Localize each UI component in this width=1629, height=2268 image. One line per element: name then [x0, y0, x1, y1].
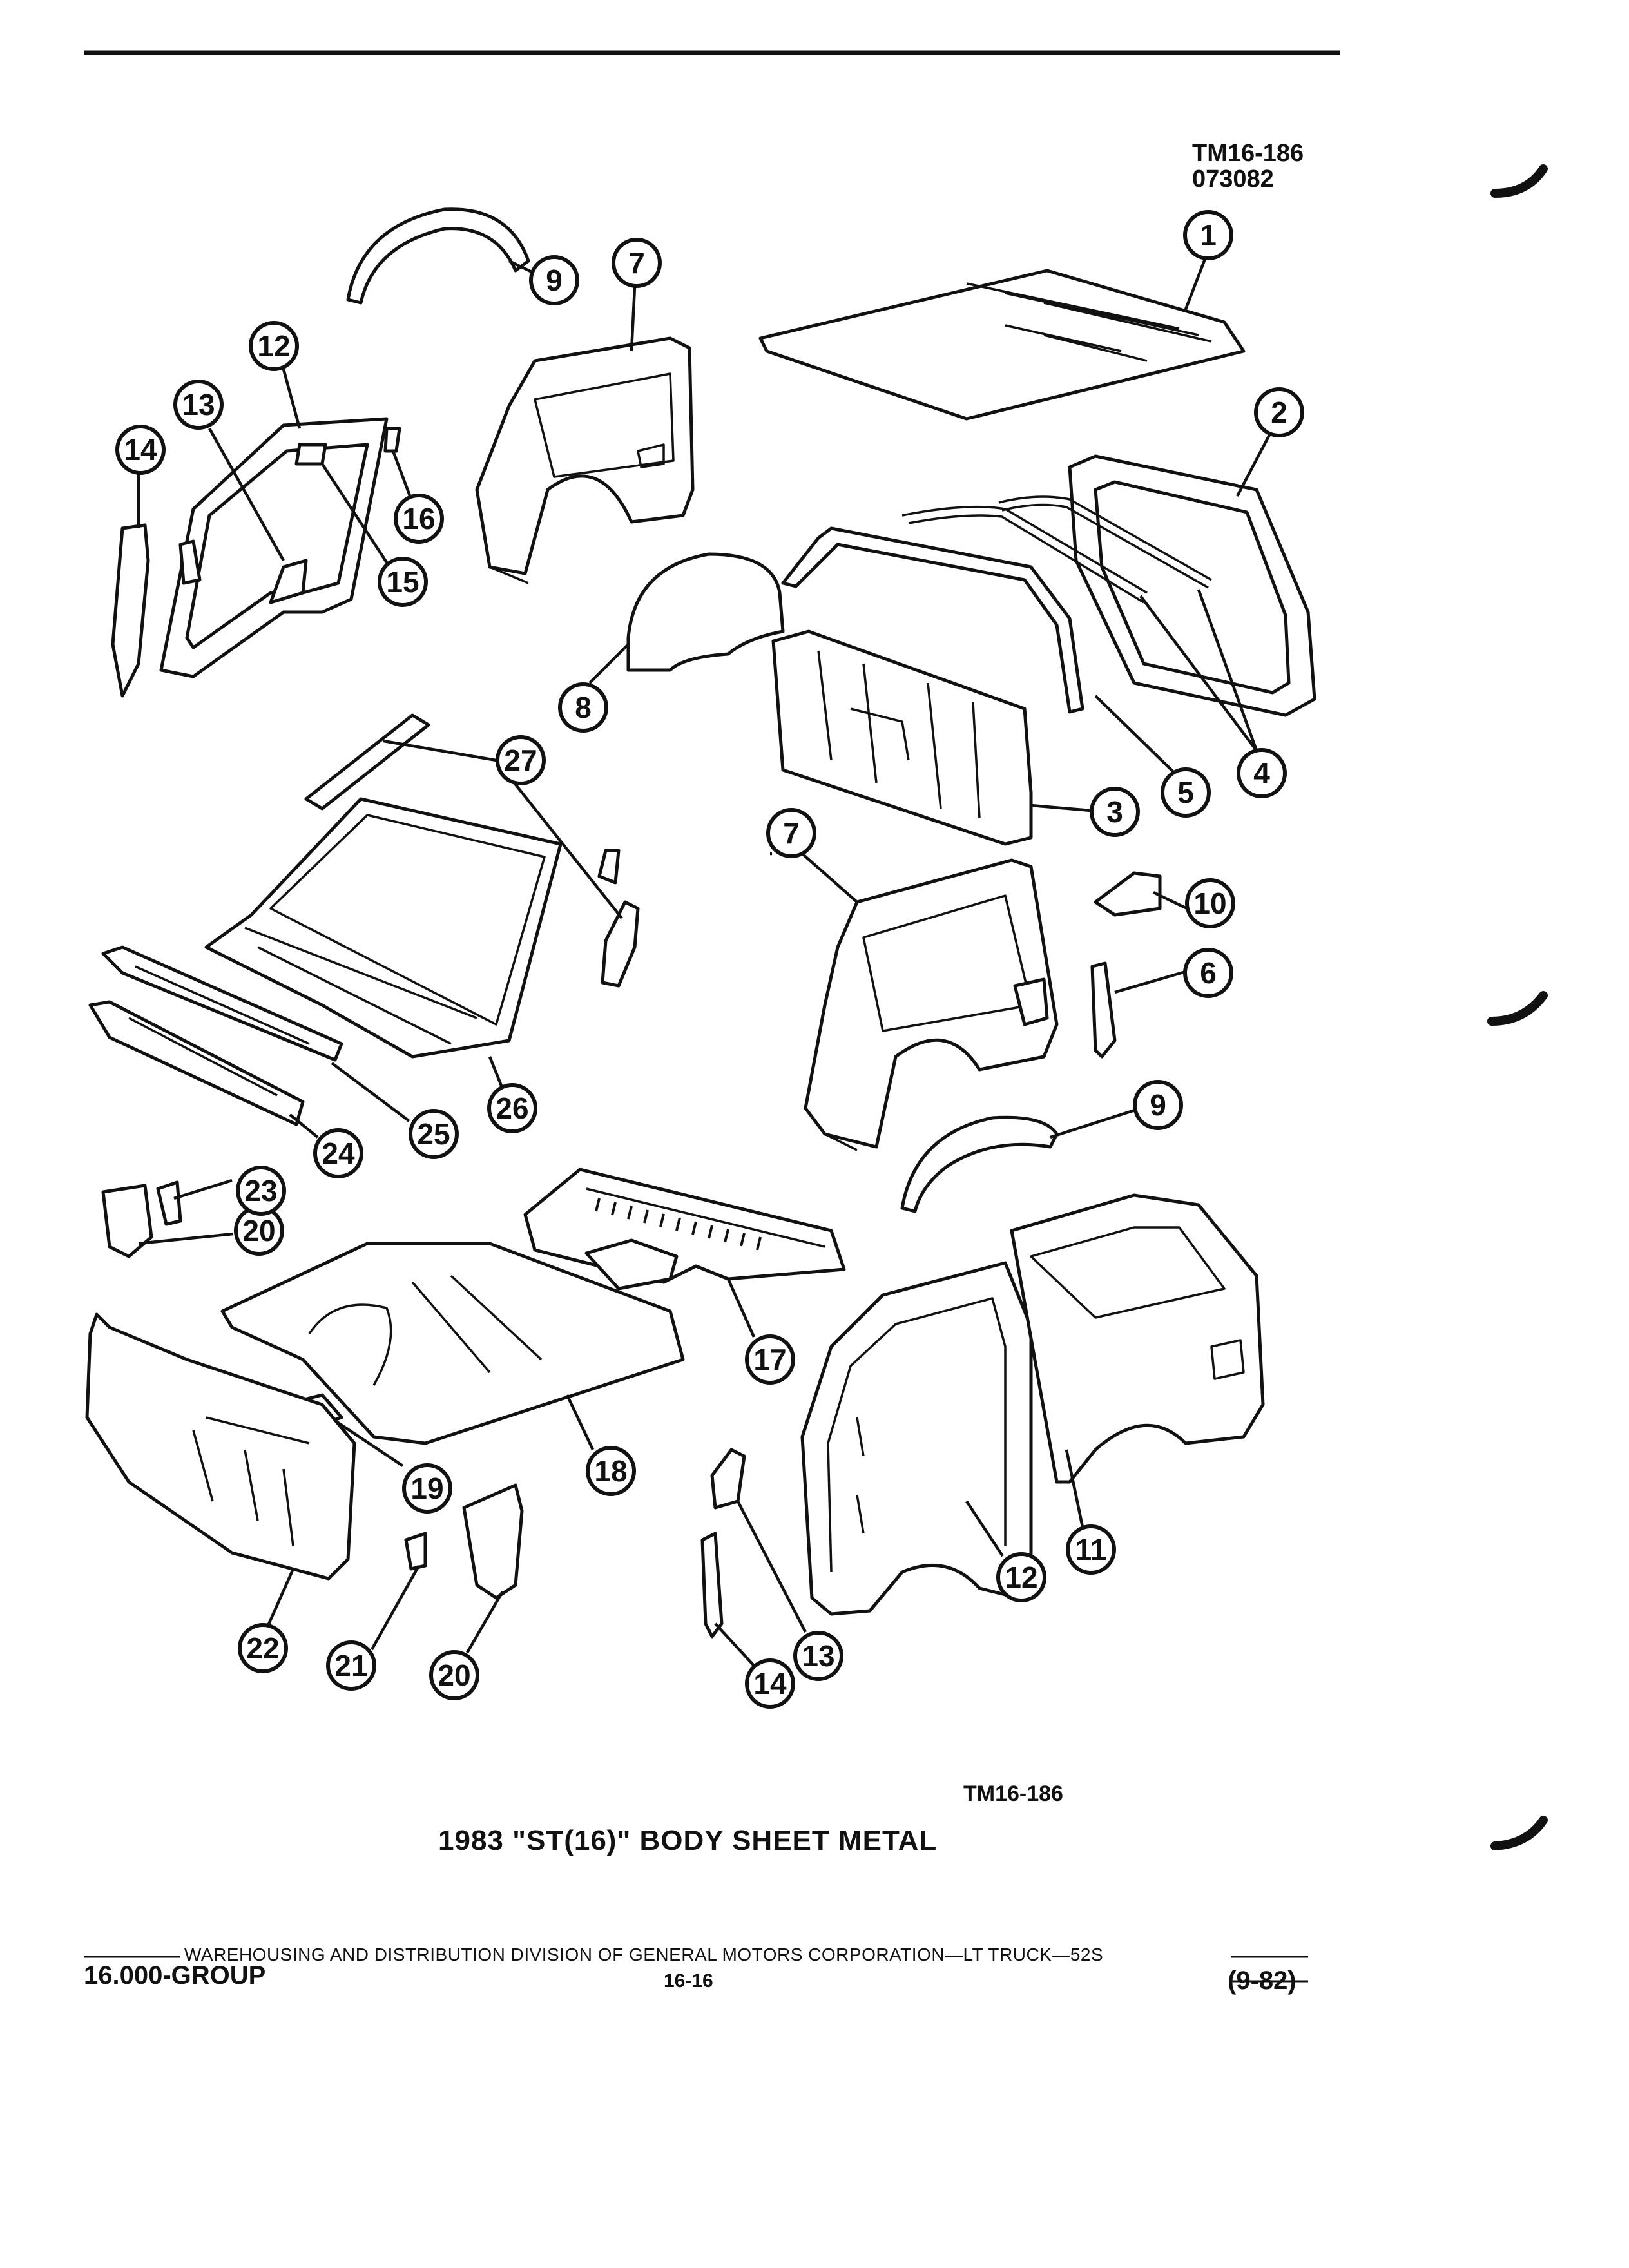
svg-text:8: 8 [575, 691, 592, 724]
callout-16: 16 [394, 494, 444, 544]
group-label: 16.000-GROUP [84, 1961, 266, 1990]
svg-text:25: 25 [417, 1117, 450, 1151]
callout-19: 19 [402, 1463, 452, 1514]
callout-6: 6 [1183, 948, 1233, 998]
revision-date: (9-82) [1228, 1966, 1296, 1995]
callout-12-upper: 12 [249, 321, 299, 371]
svg-text:1: 1 [1200, 218, 1217, 252]
callout-14-lower: 14 [745, 1658, 795, 1709]
svg-text:20: 20 [242, 1214, 275, 1247]
svg-text:5: 5 [1177, 776, 1194, 809]
callout-10: 10 [1185, 878, 1235, 928]
svg-text:22: 22 [246, 1631, 279, 1665]
svg-text:13: 13 [802, 1639, 834, 1673]
callout-27: 27 [496, 735, 546, 785]
figure-code: TM16-186 [1192, 140, 1304, 167]
callout-7-lower: 7 [766, 808, 816, 858]
leader-lines [137, 258, 1271, 1667]
figure-date: 073082 [1192, 166, 1274, 193]
page-number: 16-16 [664, 1970, 713, 1992]
callout-11: 11 [1066, 1524, 1116, 1575]
svg-text:26: 26 [496, 1091, 528, 1125]
callout-2: 2 [1254, 387, 1304, 437]
svg-text:3: 3 [1106, 795, 1123, 829]
svg-text:13: 13 [182, 388, 215, 421]
svg-text:20: 20 [438, 1658, 470, 1692]
svg-text:9: 9 [1150, 1088, 1166, 1122]
figure-code-bottom: TM16-186 [963, 1782, 1063, 1806]
callouts: 1 2 3 4 5 6 7 7 8 9 9 10 11 12 12 13 13 … [115, 210, 1304, 1709]
callout-20-upper: 20 [234, 1206, 284, 1256]
svg-text:21: 21 [334, 1649, 367, 1682]
svg-text:12: 12 [257, 329, 290, 363]
svg-text:18: 18 [594, 1454, 627, 1488]
svg-text:7: 7 [628, 246, 645, 280]
callout-13-upper: 13 [173, 380, 224, 430]
svg-text:4: 4 [1253, 756, 1270, 790]
callout-5: 5 [1161, 767, 1211, 818]
callout-4: 4 [1237, 748, 1287, 798]
callout-9-lower: 9 [1133, 1080, 1183, 1130]
svg-text:14: 14 [124, 433, 157, 466]
diagram-title: 1983 "ST(16)" BODY SHEET METAL [438, 1825, 938, 1856]
callout-13-lower: 13 [793, 1631, 843, 1681]
callout-20-lower: 20 [429, 1650, 479, 1700]
svg-text:7: 7 [783, 816, 800, 850]
svg-text:24: 24 [322, 1137, 355, 1170]
callout-9-upper: 9 [529, 255, 579, 305]
callout-1: 1 [1183, 210, 1233, 260]
callout-17: 17 [745, 1334, 795, 1385]
svg-text:2: 2 [1271, 396, 1287, 429]
svg-text:6: 6 [1200, 956, 1217, 990]
svg-text:17: 17 [753, 1343, 786, 1376]
callout-24: 24 [313, 1128, 363, 1178]
svg-text:11: 11 [1075, 1533, 1107, 1566]
callout-21: 21 [326, 1640, 376, 1691]
callout-25: 25 [409, 1109, 459, 1159]
callout-14-upper: 14 [115, 425, 166, 475]
binding-mark-top [1490, 164, 1548, 198]
callout-22: 22 [238, 1623, 288, 1673]
callout-8: 8 [558, 682, 608, 733]
svg-text:12: 12 [1005, 1561, 1037, 1594]
callout-15: 15 [378, 557, 428, 607]
svg-text:23: 23 [244, 1174, 277, 1207]
callout-26: 26 [487, 1083, 537, 1133]
publisher-line: WAREHOUSING AND DISTRIBUTION DIVISION OF… [184, 1945, 1104, 1965]
svg-text:10: 10 [1193, 887, 1226, 920]
callout-7-upper: 7 [612, 238, 662, 288]
svg-text:14: 14 [753, 1667, 787, 1700]
callout-18: 18 [586, 1446, 636, 1496]
svg-text:27: 27 [504, 744, 537, 777]
binding-mark-bottom [1490, 1816, 1548, 1850]
callout-3: 3 [1090, 787, 1140, 837]
part-drawings [85, 207, 1316, 1639]
binding-mark-middle [1487, 991, 1548, 1026]
svg-text:19: 19 [410, 1472, 443, 1505]
svg-text:16: 16 [402, 502, 435, 535]
svg-text:9: 9 [546, 264, 563, 297]
svg-text:15: 15 [386, 565, 419, 599]
callout-23: 23 [236, 1166, 286, 1216]
callout-12-lower: 12 [996, 1552, 1046, 1602]
